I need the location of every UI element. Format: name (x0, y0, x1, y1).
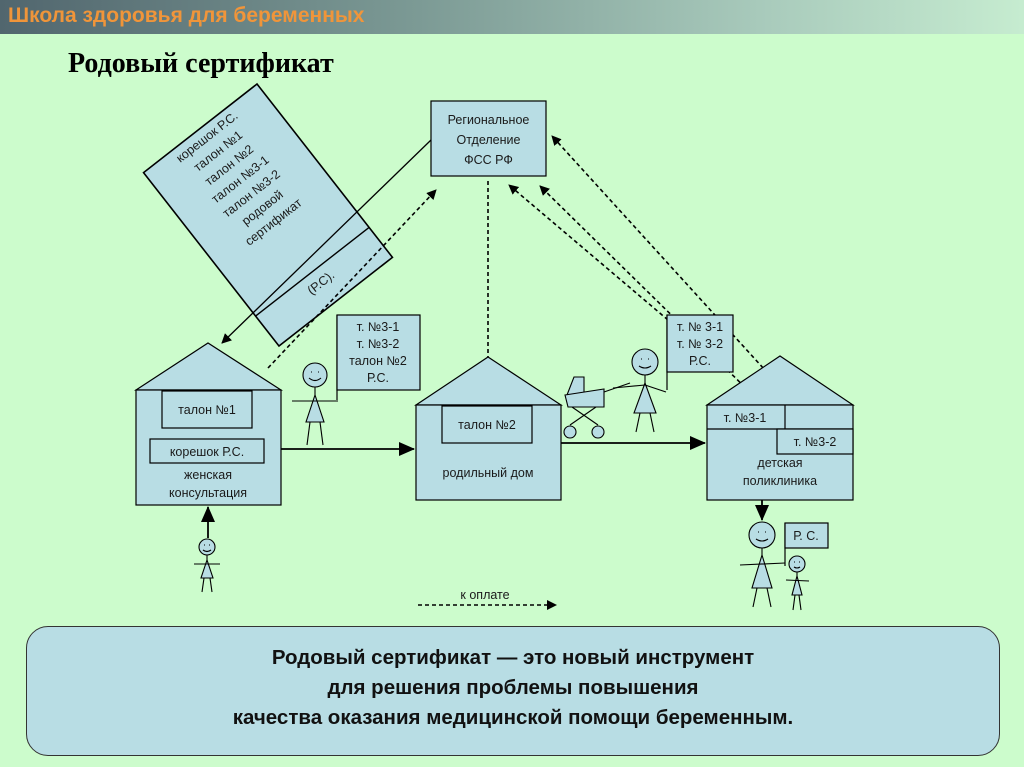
flag-2-line-1: т. № 3-1 (677, 320, 723, 334)
fss-line-2: Отделение (457, 133, 521, 147)
legend-to-payment: к оплате (418, 588, 557, 610)
summary-line-2: для решения проблемы повышения (327, 676, 699, 699)
womens-clinic-house: талон №1 корешок Р.С. женская консультац… (133, 342, 284, 506)
maternity-label: родильный дом (443, 466, 534, 480)
certificate-document: корешок Р.С. талон №1 талон №2 талон №3-… (142, 82, 394, 348)
childrens-clinic-label-1: детская (757, 456, 802, 470)
flag-3-label: Р. С. (793, 529, 818, 543)
flag-1: т. №3-1 т. №3-2 талон №2 Р.С. (336, 314, 421, 400)
flag-1-line-3: талон №2 (349, 354, 407, 368)
arrow-fss-to-womens-clinic (221, 139, 432, 344)
flag-3: Р. С. (784, 522, 829, 566)
mother-with-stroller-figure (612, 348, 667, 433)
flag-1-line-2: т. №3-2 (357, 337, 400, 351)
womens-clinic-label-1: женская (184, 468, 232, 482)
flag-1-line-4: Р.С. (367, 371, 389, 385)
childrens-clinic-house: т. №3-1 т. №3-2 детская поликлиника (705, 355, 855, 501)
legend-label: к оплате (460, 588, 509, 602)
fss-office-box: Региональное Отделение ФСС РФ (430, 100, 547, 177)
flag-2-line-3: Р.С. (689, 354, 711, 368)
mother-figure (739, 521, 786, 608)
summary-line-1: Родовый сертификат — это новый инструмен… (271, 646, 755, 669)
page-title: Родовый сертификат (68, 48, 334, 79)
fss-line-1: Региональное (448, 113, 530, 127)
header-title: Школа здоровья для беременных (8, 4, 365, 27)
womens-clinic-label-2: консультация (169, 486, 247, 500)
flag-2-line-2: т. № 3-2 (677, 337, 723, 351)
patient-figure (194, 538, 220, 593)
pregnant-woman-figure (292, 362, 338, 446)
childrens-clinic-label-2: поликлиника (743, 474, 817, 488)
womens-clinic-slot-1: талон №1 (178, 403, 236, 417)
flag-2: т. № 3-1 т. № 3-2 Р.С. (666, 314, 734, 390)
maternity-slot-1: талон №2 (458, 418, 516, 432)
dashed-arrow-flag2-to-fss-a (508, 184, 669, 321)
summary-box: Родовый сертификат — это новый инструмен… (26, 626, 1000, 756)
fss-line-3: ФСС РФ (464, 153, 513, 167)
header-bar: Школа здоровья для беременных (0, 0, 1024, 34)
stroller-icon (563, 376, 631, 439)
flag-1-line-1: т. №3-1 (357, 320, 400, 334)
child-figure (785, 555, 810, 611)
summary-line-3: качества оказания медицинской помощи бер… (232, 706, 794, 729)
womens-clinic-slot-2: корешок Р.С. (170, 445, 244, 459)
childrens-clinic-slot-2: т. №3-2 (794, 435, 837, 449)
dashed-arrow-womens-clinic-to-fss (267, 189, 437, 369)
summary-text: Родовый сертификат — это новый инструмен… (27, 643, 999, 733)
childrens-clinic-slot-1: т. №3-1 (724, 411, 767, 425)
maternity-house: талон №2 родильный дом (414, 356, 564, 501)
